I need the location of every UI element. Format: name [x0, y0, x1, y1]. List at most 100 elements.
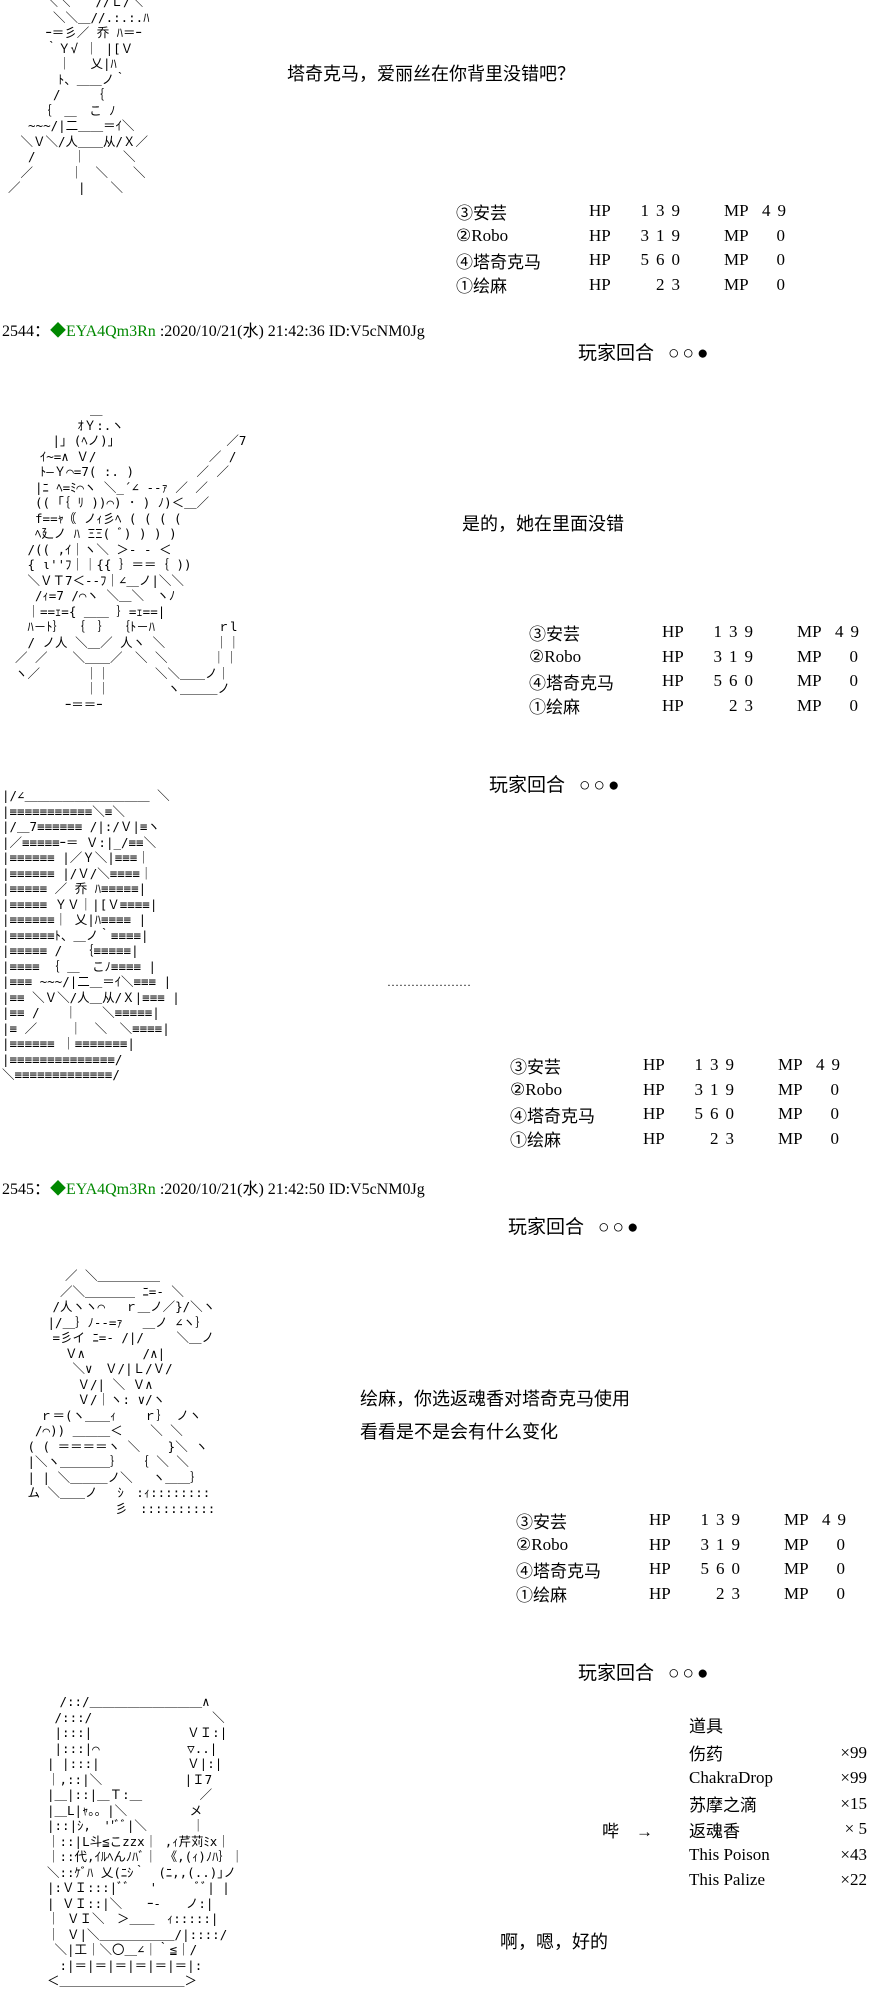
hp-label: HP — [643, 1104, 665, 1124]
hp-label: HP — [662, 646, 684, 666]
unit-name: ②Robo — [529, 646, 582, 666]
item-row: ChakraDrop×99 — [689, 1766, 867, 1792]
dialogue-line-4: 啊，嗯，好的 — [500, 1932, 608, 1952]
mp-value: 49 — [762, 201, 793, 221]
unit-name: ②Robo — [516, 1534, 569, 1554]
mp-label: MP — [784, 1583, 809, 1603]
turn-symbols: ○○● — [668, 1663, 712, 1684]
item-count: ×22 — [840, 1870, 867, 1890]
hp-value: 23 — [710, 1128, 741, 1148]
dialogue-line-3a: 绘麻，你选返魂香对塔奇克马使用 — [360, 1389, 630, 1409]
hp-value: 319 — [640, 225, 687, 245]
hp-label: HP — [643, 1055, 665, 1075]
mp-value: 0 — [836, 1559, 852, 1579]
hp-value: 23 — [729, 695, 760, 715]
unit-name: ①绘麻 — [529, 698, 580, 718]
mp-label: MP — [784, 1534, 809, 1554]
hp-value: 319 — [713, 646, 760, 666]
player-turn-indicator-1: 玩家回合○○● — [578, 338, 711, 365]
hp-label: HP — [643, 1079, 665, 1099]
dialogue-line-2: 是的，她在里面没错 — [462, 514, 624, 534]
hp-value: 319 — [694, 1079, 741, 1099]
turn-label: 玩家回合 — [508, 1217, 585, 1238]
turn-label: 玩家回合 — [578, 343, 655, 364]
turn-symbols: ○○● — [579, 775, 623, 796]
hp-value: 139 — [640, 201, 687, 221]
hp-label: HP — [649, 1534, 671, 1554]
unit-name: ②Robo — [456, 225, 509, 245]
unit-name: ③安芸 — [529, 624, 580, 644]
hp-label: HP — [662, 671, 684, 691]
item-name: 伤药 — [689, 1745, 723, 1765]
hp-label: HP — [649, 1583, 671, 1603]
ascii-art-character-3: ／ ＼＿＿＿＿＿ ／＼＿＿＿＿ ﾆ=- ＼ /人ヽヽ⌒ ｒ＿ノ／}/＼ヽ |/＿… — [27, 1268, 216, 1516]
mp-value: 0 — [849, 671, 865, 691]
dialogue-line-1: 塔奇克马，爱丽丝在你背里没错吧？ — [287, 64, 575, 84]
hp-value: 139 — [700, 1510, 747, 1530]
item-count: ×43 — [840, 1844, 867, 1864]
hp-value: 319 — [700, 1534, 747, 1554]
hp-label: HP — [662, 622, 684, 642]
mp-label: MP — [797, 646, 822, 666]
hp-value: 560 — [700, 1559, 747, 1579]
mp-value: 49 — [835, 622, 866, 642]
ascii-art-tachikoma: ＿ ｵＹ:.ヽ |｣ (ﾍノ)｣ ／7 ｲ~=∧ Ｖ/ ／ / ﾄ―Ｙ⌒=7( … — [15, 402, 247, 712]
unit-name: ③安芸 — [510, 1057, 561, 1077]
hp-label: HP — [589, 250, 611, 270]
item-name: This Palize — [689, 1870, 766, 1890]
unit-name: ④塔奇克马 — [456, 252, 541, 272]
item-list-header: 道具 — [689, 1717, 723, 1736]
mp-label: MP — [797, 622, 822, 642]
item-count: × 5 — [844, 1819, 867, 1839]
mp-value: 0 — [776, 274, 792, 294]
turn-label: 玩家回合 — [489, 775, 566, 796]
item-name: 返魂香 — [689, 1821, 740, 1841]
hp-label: HP — [589, 274, 611, 294]
unit-name: ④塔奇克马 — [510, 1106, 595, 1126]
mp-label: MP — [724, 250, 749, 270]
mp-label: MP — [797, 671, 822, 691]
ascii-art-creature: /::/＿＿＿＿＿＿＿＿＿∧ /:::/ ＼ |:::| ＶＩ:| |:::|⌒… — [47, 1694, 244, 1988]
mp-value: 0 — [776, 225, 792, 245]
item-list: 道具 伤药×99 ChakraDrop×99 苏摩之滴×15 返魂香× 5 Th… — [689, 1712, 867, 1893]
dialogue-line-3: 绘麻，你选返魂香对塔奇克马使用看看是不是会有什么变化 — [360, 1383, 630, 1449]
hp-value: 23 — [656, 274, 687, 294]
mp-label: MP — [778, 1104, 803, 1124]
mp-label: MP — [784, 1559, 809, 1579]
unit-name: ④塔奇克马 — [529, 673, 614, 693]
mp-value: 0 — [830, 1079, 846, 1099]
item-count: ×15 — [840, 1793, 867, 1813]
unit-name: ①绘麻 — [510, 1131, 561, 1151]
mp-value: 0 — [830, 1128, 846, 1148]
item-name: ChakraDrop — [689, 1768, 774, 1788]
dialogue-ellipsis: ………………… — [387, 975, 471, 989]
hp-label: HP — [662, 695, 684, 715]
mp-label: MP — [778, 1055, 803, 1075]
mp-value: 49 — [822, 1510, 853, 1530]
hp-value: 560 — [694, 1104, 741, 1124]
post-meta: :2020/10/21(水) 21:42:36 ID:V5cNM0Jg — [155, 323, 425, 340]
item-row: This Palize ×22 — [689, 1868, 867, 1894]
poster-name: ◆EYA4Qm3Rn — [50, 1181, 156, 1198]
unit-name: ④塔奇克马 — [516, 1561, 601, 1581]
item-name: 苏摩之滴 — [689, 1796, 757, 1816]
mp-value: 0 — [836, 1534, 852, 1554]
hp-label: HP — [649, 1559, 671, 1579]
item-row: This Poison×43 — [689, 1842, 867, 1868]
